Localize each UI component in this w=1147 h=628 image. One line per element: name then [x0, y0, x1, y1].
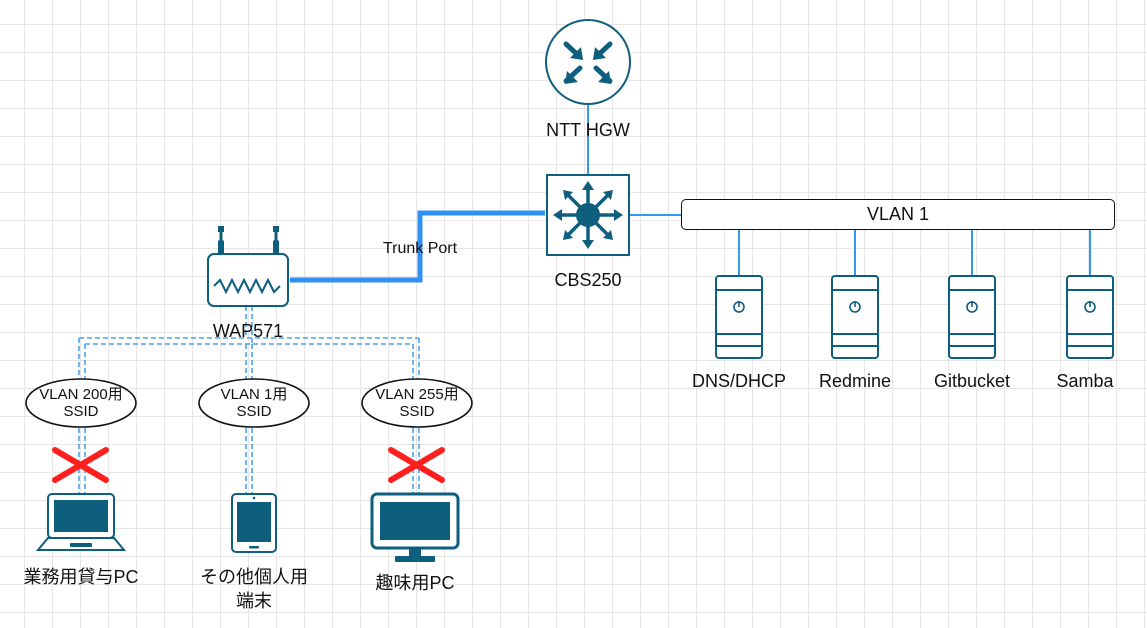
vlan1-bar[interactable]: VLAN 1 — [681, 199, 1115, 230]
ssid-ellipses — [25, 378, 473, 428]
wireless-access-point-icon[interactable] — [207, 226, 289, 307]
laptop-icon[interactable] — [35, 493, 127, 551]
ssid-label-vlan1: VLAN 1用 SSID — [199, 383, 309, 423]
ssid-label-line2: SSID — [63, 403, 99, 420]
server-icon[interactable] — [715, 275, 763, 359]
tablet-icon[interactable] — [231, 493, 277, 553]
trunk-link — [290, 210, 545, 283]
switch-label: CBS250 — [554, 270, 622, 290]
client-label-work-pc: 業務用貸与PC — [23, 567, 139, 587]
links — [290, 103, 1091, 283]
server-icon[interactable] — [948, 275, 996, 359]
ssid-label-line2: SSID — [399, 403, 435, 420]
client-label-personal-device-line1: その他個人用 — [200, 567, 308, 587]
server-icon[interactable] — [1066, 275, 1114, 359]
vlan1-bar-label: VLAN 1 — [866, 204, 930, 224]
ssid-ellipse-vlan255[interactable] — [361, 378, 473, 428]
ssid-label-line1: VLAN 1用 — [220, 386, 288, 403]
blocked-mark-hobby-pc — [388, 447, 445, 483]
servers — [715, 275, 1114, 359]
client-label-hobby-pc: 趣味用PC — [375, 573, 455, 593]
ssid-label-line2: SSID — [236, 403, 272, 420]
server-label-samba: Samba — [1056, 371, 1114, 391]
ssid-ellipse-vlan1[interactable] — [198, 378, 310, 428]
ssid-label-line1: VLAN 255用 — [375, 386, 459, 403]
client-label-personal-device-line2: 端末 — [236, 591, 272, 611]
server-label-dns-dhcp: DNS/DHCP — [691, 371, 786, 391]
router-label: NTT HGW — [546, 120, 630, 140]
ssid-label-vlan255: VLAN 255用 SSID — [362, 383, 472, 423]
desktop-monitor-icon[interactable] — [370, 492, 460, 562]
server-label-gitbucket: Gitbucket — [933, 371, 1011, 391]
ap-label: WAP571 — [212, 321, 284, 341]
ssid-label-vlan200: VLAN 200用 SSID — [26, 383, 136, 423]
ssid-ellipse-vlan200[interactable] — [25, 378, 137, 428]
ssid-label-line1: VLAN 200用 — [39, 386, 123, 403]
trunk-port-label: Trunk Port — [382, 240, 458, 257]
layer3-switch-icon[interactable] — [546, 174, 630, 256]
router-icon[interactable] — [545, 19, 631, 105]
server-label-redmine: Redmine — [818, 371, 892, 391]
blocked-mark-work-pc — [52, 447, 109, 483]
server-icon[interactable] — [831, 275, 879, 359]
